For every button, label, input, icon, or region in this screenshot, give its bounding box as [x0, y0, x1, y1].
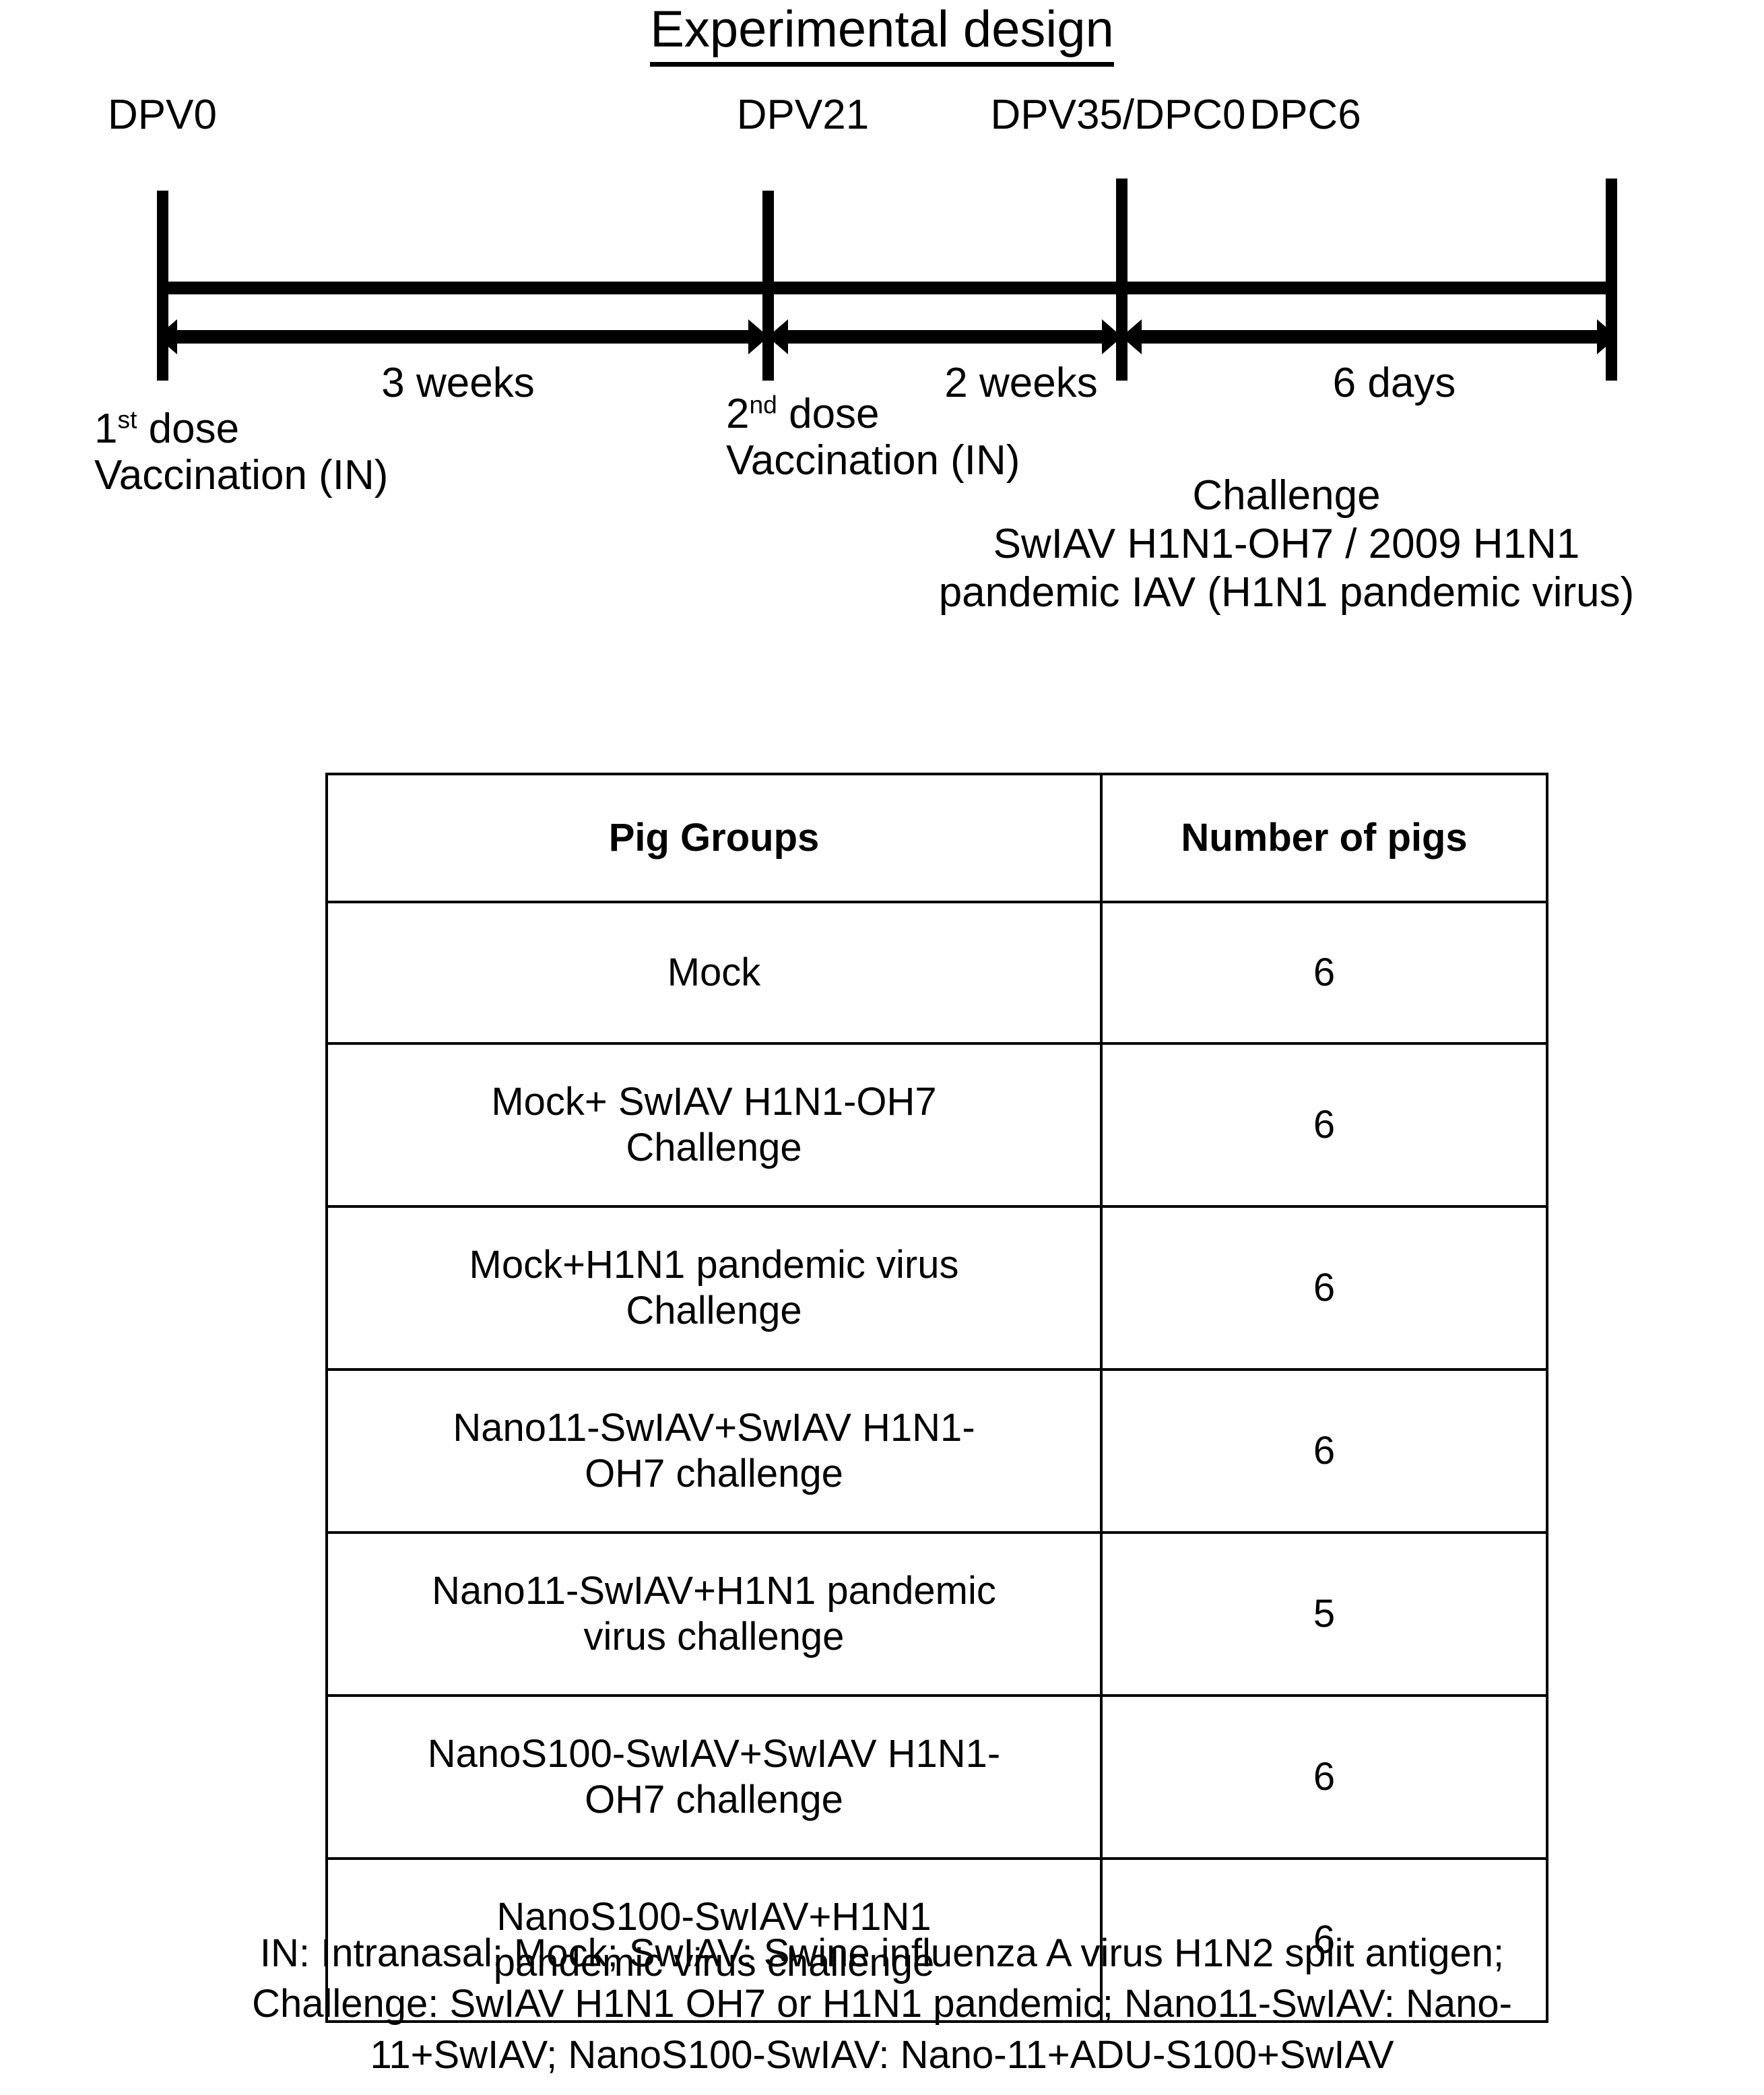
group-line2: Challenge	[626, 1289, 802, 1332]
arrow-head-right-icon	[748, 319, 769, 354]
table-row: Mock 6	[325, 901, 1548, 1045]
group-line1: Mock+H1N1 pandemic virus	[469, 1242, 959, 1287]
group-line1: NanoS100-SwIAV+SwIAV H1N1-	[427, 1731, 1001, 1776]
pig-groups-table: Pig Groups Number of pigs Mock 6 Mock+ S…	[325, 773, 1548, 2023]
cell-pig-group: Mock+H1N1 pandemic virus Challenge	[325, 1205, 1103, 1371]
arrow-head-left-icon	[768, 319, 788, 354]
column-header-number-of-pigs: Number of pigs	[1100, 773, 1548, 903]
arrow-head-right-icon	[1102, 319, 1122, 354]
arrow-shaft	[174, 330, 751, 344]
group-line1: Mock	[667, 950, 761, 994]
timeline-event-first-dose: 1st dose Vaccination (IN)	[94, 406, 388, 499]
challenge-line3: pandemic IAV (H1N1 pandemic virus)	[938, 569, 1635, 616]
timeline-interval-label-2-weeks: 2 weeks	[944, 360, 1098, 406]
cell-pig-group: NanoS100-SwIAV+SwIAV H1N1- OH7 challenge	[325, 1694, 1103, 1860]
group-line1: Nano11-SwIAV+SwIAV H1N1-	[453, 1405, 975, 1450]
timeline-arrow-3-weeks	[157, 317, 769, 357]
timeline-arrow-2-weeks	[768, 317, 1122, 357]
table-row: NanoS100-SwIAV+H1N1 pandemic virus chall…	[325, 1857, 1548, 2023]
arrow-head-left-icon	[1121, 319, 1142, 354]
arrow-head-left-icon	[157, 319, 177, 354]
table-row: Mock+H1N1 pandemic virus Challenge 6	[325, 1205, 1548, 1371]
legend-line-2: Challenge: SwIAV H1N1 OH7 or H1N1 pandem…	[252, 1982, 1512, 2026]
timeline-axis-line	[157, 282, 1617, 294]
group-line2: Challenge	[626, 1126, 802, 1169]
first-dose-line2: Vaccination (IN)	[94, 452, 389, 499]
figure-legend: IN: Intranasal; Mock; SwIAV: Swine influ…	[0, 1928, 1764, 2080]
cell-number-of-pigs: 6	[1100, 1368, 1548, 1534]
table-row: NanoS100-SwIAV+SwIAV H1N1- OH7 challenge…	[325, 1694, 1548, 1860]
group-line2: virus challenge	[583, 1615, 845, 1658]
table-row: Nano11-SwIAV+SwIAV H1N1- OH7 challenge 6	[325, 1368, 1548, 1534]
cell-pig-group: Nano11-SwIAV+H1N1 pandemic virus challen…	[325, 1531, 1103, 1697]
timeline-interval-label-3-weeks: 3 weeks	[381, 360, 535, 406]
timeline-interval-label-6-days: 6 days	[1332, 360, 1456, 406]
column-header-pig-groups: Pig Groups	[325, 773, 1103, 903]
arrow-head-right-icon	[1597, 319, 1617, 354]
timeline-event-challenge: Challenge SwIAV H1N1-OH7 / 2009 H1N1 pan…	[939, 472, 1635, 617]
timeline-tick-label-dpv21: DPV21	[736, 92, 870, 138]
cell-number-of-pigs: 6	[1100, 1042, 1548, 1208]
cell-pig-group: NanoS100-SwIAV+H1N1 pandemic virus chall…	[325, 1857, 1103, 2023]
cell-pig-group: Nano11-SwIAV+SwIAV H1N1- OH7 challenge	[325, 1368, 1103, 1534]
cell-number-of-pigs: 5	[1100, 1531, 1548, 1697]
timeline-tick-label-dpv35-dpc0: DPV35/DPC0	[990, 92, 1246, 138]
challenge-line1: Challenge	[1192, 472, 1381, 519]
group-line1: Nano11-SwIAV+H1N1 pandemic	[432, 1568, 996, 1613]
table-row: Mock+ SwIAV H1N1-OH7 Challenge 6	[325, 1042, 1548, 1208]
figure-title: Experimental design	[0, 1, 1764, 67]
second-dose-line1: 2nd dose	[726, 390, 880, 437]
timeline-event-second-dose: 2nd dose Vaccination (IN)	[726, 391, 1020, 484]
cell-number-of-pigs: 6	[1100, 1694, 1548, 1860]
legend-line-1: IN: Intranasal; Mock; SwIAV: Swine influ…	[259, 1931, 1505, 1975]
cell-number-of-pigs: 6	[1100, 1205, 1548, 1371]
arrow-shaft	[1139, 330, 1600, 344]
challenge-line2: SwIAV H1N1-OH7 / 2009 H1N1	[993, 520, 1580, 567]
group-line1: NanoS100-SwIAV+H1N1	[496, 1894, 932, 1939]
arrow-shaft	[785, 330, 1105, 344]
timeline-arrow-6-days	[1121, 317, 1617, 357]
legend-line-3: 11+SwIAV; NanoS100-SwIAV: Nano-11+ADU-S1…	[370, 2032, 1394, 2077]
cell-pig-group: Mock+ SwIAV H1N1-OH7 Challenge	[325, 1042, 1103, 1208]
group-line2: OH7 challenge	[585, 1452, 843, 1495]
timeline-tick-label-dpc6: DPC6	[1249, 92, 1361, 138]
table-row: Nano11-SwIAV+H1N1 pandemic virus challen…	[325, 1531, 1548, 1697]
group-line2: OH7 challenge	[585, 1778, 843, 1822]
cell-pig-group: Mock	[325, 901, 1103, 1045]
timeline-tick-label-dpv0: DPV0	[108, 92, 217, 138]
group-line1: Mock+ SwIAV H1N1-OH7	[491, 1079, 937, 1124]
second-dose-line2: Vaccination (IN)	[726, 437, 1020, 484]
cell-number-of-pigs: 6	[1100, 1857, 1548, 2023]
experiment-timeline: DPV0 DPV21 DPV35/DPC0 DPC6 3 weeks 2 wee…	[0, 0, 1764, 680]
figure-title-text: Experimental design	[650, 1, 1114, 67]
first-dose-line1: 1st dose	[94, 405, 240, 452]
cell-number-of-pigs: 6	[1100, 901, 1548, 1045]
table-header-row: Pig Groups Number of pigs	[325, 773, 1548, 903]
group-line2: pandemic virus challenge	[493, 1941, 935, 1985]
